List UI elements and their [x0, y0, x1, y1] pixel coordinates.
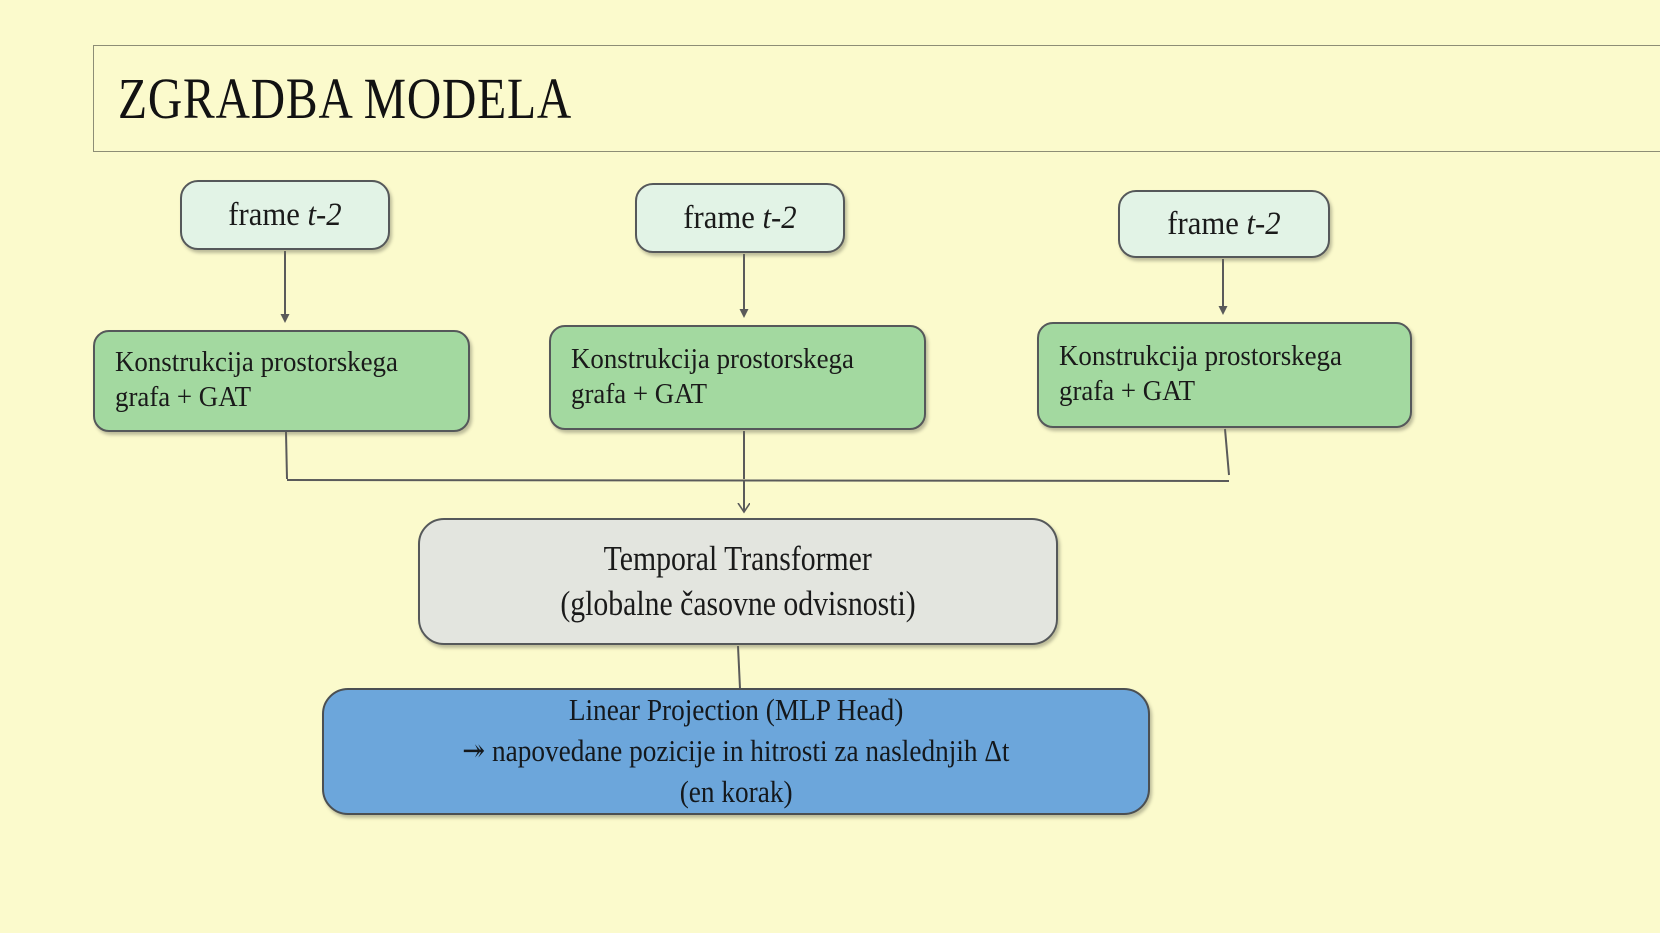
- stub-spatial3: [1224, 428, 1230, 476]
- linear-projection-line1: Linear Projection (MLP Head): [568, 692, 904, 728]
- linear-projection-box: Linear Projection (MLP Head) ↠ napovedan…: [322, 688, 1150, 815]
- spatial-graph-box-2-line2: grafa + GAT: [571, 378, 708, 410]
- spatial-graph-box-2-line1: Konstrukcija prostorskega: [571, 343, 854, 375]
- slide-title: ZGRADBA MODELA: [118, 66, 573, 131]
- temporal-transformer-box: Temporal Transformer (globalne časovne o…: [418, 518, 1058, 645]
- slide-title-box: ZGRADBA MODELA: [93, 45, 1660, 152]
- spatial-graph-box-3-line2: grafa + GAT: [1059, 376, 1196, 407]
- linear-projection-line3: (en korak): [679, 773, 793, 809]
- spatial-graph-box-3: Konstrukcija prostorskega grafa + GAT: [1037, 322, 1412, 428]
- spatial-graph-box-3-line1: Konstrukcija prostorskega: [1059, 341, 1342, 373]
- spatial-graph-box-1: Konstrukcija prostorskega grafa + GAT: [93, 330, 470, 432]
- frame-box-1-label: frame t-2: [228, 196, 342, 233]
- spatial-graph-box-2: Konstrukcija prostorskega grafa + GAT: [549, 325, 926, 430]
- spatial-graph-box-1-line2: grafa + GAT: [115, 382, 252, 413]
- frame-box-1: frame t-2: [180, 180, 390, 250]
- frame-box-3-label: frame t-2: [1167, 205, 1281, 242]
- temporal-transformer-line1: Temporal Transformer: [603, 539, 873, 579]
- frame-box-2: frame t-2: [635, 183, 845, 253]
- frame-box-3: frame t-2: [1118, 190, 1330, 258]
- frame-box-2-label: frame t-2: [683, 199, 797, 236]
- linear-projection-line2: ↠ napovedane pozicije in hitrosti za nas…: [462, 733, 1010, 769]
- temporal-transformer-line2: (globalne časovne odvisnosti): [560, 583, 916, 623]
- spatial-graph-box-1-line1: Konstrukcija prostorskega: [115, 347, 398, 379]
- merge-horizontal-line: [286, 479, 1230, 482]
- stub-spatial1: [285, 431, 288, 480]
